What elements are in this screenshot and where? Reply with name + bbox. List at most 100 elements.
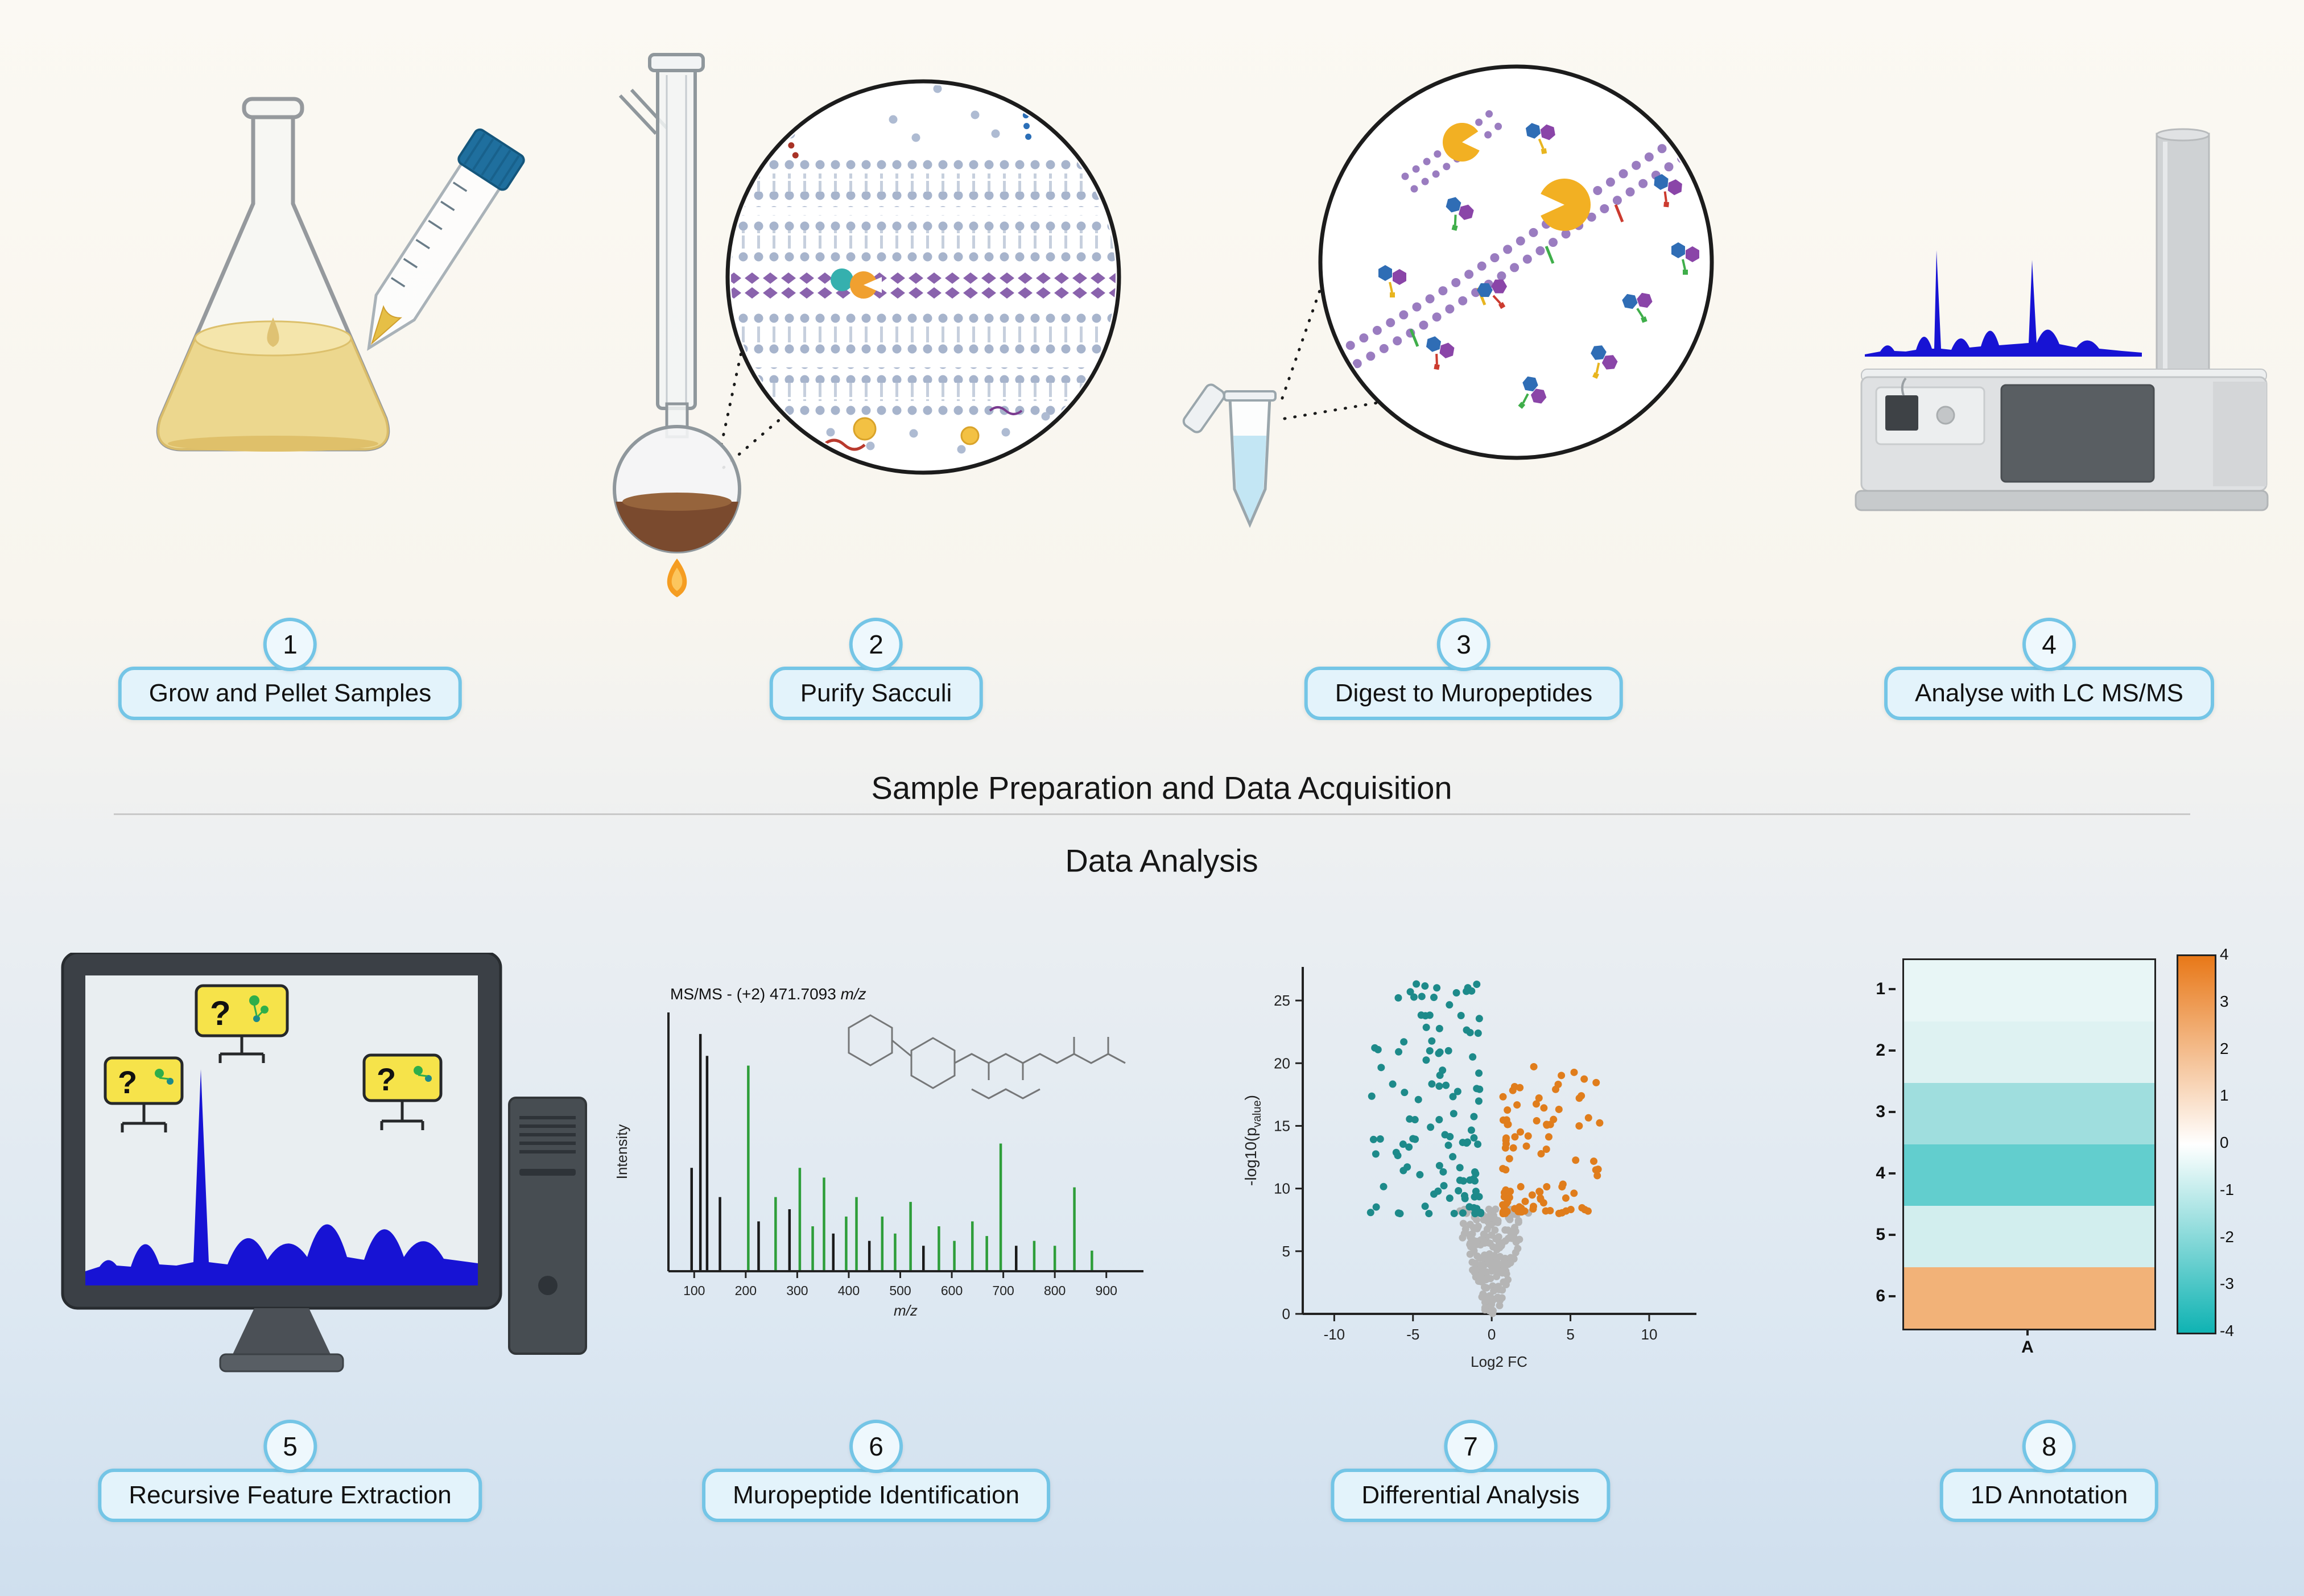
heatmap-grid — [1902, 958, 2156, 1330]
feature-callout: ? — [104, 1056, 184, 1132]
microcentrifuge-tube — [1182, 383, 1277, 528]
question-mark-label: ? — [377, 1061, 396, 1097]
monitor: ? ? ? — [61, 953, 502, 1372]
svg-text:500: 500 — [889, 1283, 911, 1298]
step-label: Recursive Feature Extraction — [98, 1469, 482, 1522]
power-button-icon — [538, 1276, 558, 1295]
ms-cylinder — [2156, 128, 2210, 378]
colorbar-tick-label: -4 — [2220, 1322, 2234, 1339]
step-number: 2 — [849, 618, 903, 671]
dna-squiggle-icon — [989, 406, 1023, 415]
x-axis-label: Log2 FC — [1471, 1353, 1527, 1370]
heatmap-row-label: 6 — [1860, 1266, 1896, 1327]
step-number: 6 — [849, 1420, 903, 1473]
molecule-structure — [848, 1014, 1126, 1099]
step-label: Muropeptide Identification — [702, 1469, 1050, 1522]
magnifier-dashes — [720, 139, 788, 469]
svg-text:10: 10 — [1274, 1180, 1290, 1197]
enzyme-pacman-icon — [1443, 123, 1484, 162]
section-title-top: Sample Preparation and Data Acquisition — [871, 770, 1452, 806]
feature-extraction-illustration: ? ? ? — [61, 953, 587, 1372]
svg-text:20: 20 — [1274, 1055, 1290, 1072]
step-label: Analyse with LC MS/MS — [1884, 667, 2214, 720]
peptidoglycan-strand — [1332, 126, 1701, 375]
step-3-badge: 3 Digest to Muropeptides — [1304, 618, 1624, 720]
colorbar-tick-label: 0 — [2220, 1134, 2229, 1151]
svg-text:5: 5 — [1282, 1243, 1290, 1260]
svg-text:200: 200 — [735, 1283, 757, 1298]
colorbar-tick-label: -1 — [2220, 1180, 2234, 1198]
step-number: 1 — [263, 618, 317, 671]
purify-sacculi-illustration — [613, 53, 1121, 597]
ms-body — [1855, 369, 2269, 511]
step-number: 7 — [1444, 1420, 1497, 1473]
scatter-points — [1366, 980, 1604, 1317]
condenser — [618, 53, 705, 439]
svg-text:10: 10 — [1641, 1326, 1657, 1343]
svg-text:-5: -5 — [1406, 1326, 1419, 1343]
colorbar-tick-label: 3 — [2220, 992, 2229, 1010]
svg-text:-10: -10 — [1324, 1326, 1345, 1343]
svg-text:600: 600 — [941, 1283, 963, 1298]
screen-chromatogram-trace — [85, 1069, 478, 1285]
step-6-badge: 6 Muropeptide Identification — [702, 1420, 1050, 1522]
digestion-scene — [1332, 104, 1701, 417]
step-1-badge: 1 Grow and Pellet Samples — [118, 618, 463, 720]
heatmap-row-label: 5 — [1860, 1204, 1896, 1266]
tube-liquid — [1233, 436, 1266, 521]
monitor-base — [219, 1353, 344, 1372]
svg-text:800: 800 — [1044, 1283, 1066, 1298]
step-4-badge: 4 Analyse with LC MS/MS — [1884, 618, 2214, 720]
feature-callout: ? — [362, 1053, 443, 1130]
protein-blob-icon — [853, 417, 877, 441]
svg-text:300: 300 — [786, 1283, 808, 1298]
step-2-badge: 2 Purify Sacculi — [769, 618, 983, 720]
colorbar-tick-label: 1 — [2220, 1086, 2229, 1105]
feature-callout: ? — [195, 984, 289, 1063]
culture-liquid — [157, 317, 389, 452]
colorbar-tick-label: -3 — [2220, 1275, 2234, 1293]
section-title-bottom: Data Analysis — [1065, 842, 1258, 879]
heatmap-cell — [1904, 1206, 2154, 1267]
heatmap-cell — [1904, 1083, 2154, 1144]
svg-text:5: 5 — [1566, 1326, 1574, 1343]
protein-blob-icon — [960, 426, 980, 445]
colorbar — [2177, 954, 2216, 1334]
falcon-tube — [367, 128, 525, 351]
heatmap-cell — [1904, 1267, 2154, 1329]
ms-dark-panel — [2000, 384, 2155, 483]
magnifier-circle — [1318, 64, 1714, 460]
x-axis-label: m/z — [894, 1302, 918, 1319]
erlenmeyer-flask — [156, 97, 390, 452]
enzyme-pacman-icon — [1537, 179, 1591, 231]
heatmap-cell — [1904, 960, 2154, 1022]
spectrum-title: MS/MS - (+2) 471.7093 m/z — [670, 985, 866, 1003]
step-7-badge: 7 Differential Analysis — [1331, 1420, 1611, 1522]
step-label: Differential Analysis — [1331, 1469, 1611, 1522]
heatmap-cell — [1904, 1022, 2154, 1083]
svg-text:0: 0 — [1282, 1305, 1290, 1322]
step-number: 3 — [1437, 618, 1490, 671]
step-8-badge: 8 1D Annotation — [1939, 1420, 2159, 1522]
y-axis-label: -log10(pvalue) — [1242, 1095, 1264, 1186]
computer-tower — [508, 1097, 587, 1355]
step-number: 4 — [2022, 618, 2076, 671]
colorbar-tick-label: 4 — [2220, 945, 2229, 963]
column-tick — [2026, 1329, 2029, 1335]
pellet — [370, 305, 402, 345]
question-mark-label: ? — [210, 994, 231, 1032]
heatmap-cell — [1904, 1144, 2154, 1206]
svg-text:700: 700 — [992, 1283, 1014, 1298]
msms-spectrum-chart: MS/MS - (+2) 471.7093 m/z Intensity m/z … — [613, 985, 1143, 1319]
colorbar-tick-label: 2 — [2220, 1039, 2229, 1057]
heatmap-row-label: 3 — [1860, 1081, 1896, 1143]
colorbar-tick-label: -2 — [2220, 1227, 2234, 1246]
enzyme-pacman-icon — [850, 271, 882, 299]
monitor-stand — [233, 1308, 331, 1354]
heatmap-row-label: 4 — [1860, 1143, 1896, 1204]
svg-text:25: 25 — [1274, 992, 1290, 1009]
step-5-badge: 5 Recursive Feature Extraction — [98, 1420, 482, 1522]
